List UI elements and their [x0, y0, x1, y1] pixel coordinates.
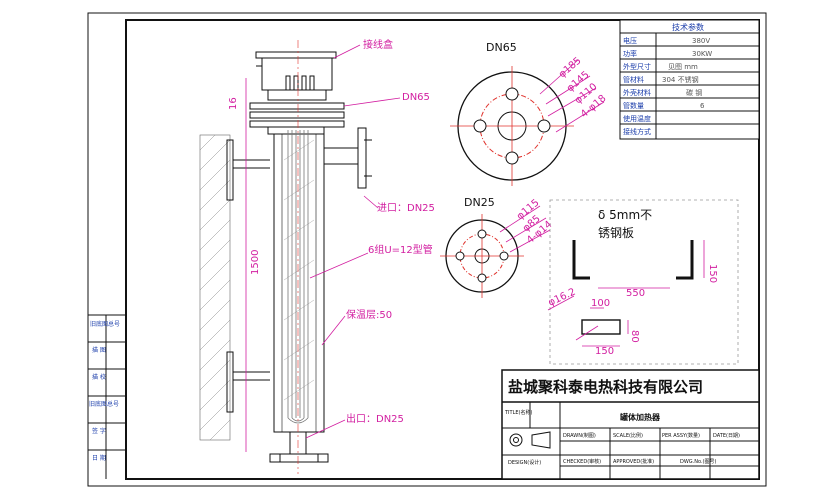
tech-value-4: 碳 钢 [686, 88, 702, 97]
flange-dn25: DN25 φ115 φ85 4-φ14 [440, 196, 554, 298]
plate-dim-80: 80 [629, 330, 640, 343]
tech-params-title: 技术参数 [672, 22, 704, 32]
tb-drawn: DRAWN(制图) [563, 432, 596, 439]
tech-label-5: 管数量 [623, 101, 644, 110]
tech-value-1: 30KW [692, 50, 712, 58]
tb-checked: CHECKED(审核) [563, 458, 601, 465]
title-label: TITLE(名称) [504, 409, 532, 416]
flange-dn65-title: DN65 [486, 41, 517, 54]
tech-value-0: 380V [692, 37, 710, 45]
tech-label-0: 电压 [623, 36, 637, 45]
plate-detail: δ 5mm不 锈钢板 550 150 100 φ16.2 80 150 [547, 199, 739, 365]
strip-label-0: 旧底图总号 [90, 320, 120, 328]
tech-value-3: 304 不锈钢 [662, 75, 699, 84]
product-name: 罐体加热器 [619, 412, 661, 422]
tb-per-assy: PER ASSY(数量) [662, 432, 700, 439]
tb-scale: SCALE(比例) [613, 432, 643, 439]
tb-dwg-no: DWG.No.(图号) [680, 459, 717, 465]
tech-value-2: 见图 mm [668, 63, 698, 71]
strip-label-1: 描 图 [92, 346, 106, 354]
tech-label-2: 外型尺寸 [623, 62, 651, 71]
plate-title-1: δ 5mm不 [598, 208, 652, 222]
plate-dim-100: 100 [591, 298, 610, 309]
flange-dn25-title: DN25 [464, 196, 495, 209]
left-strip: 旧底图总号 描 图 描 校 旧底图总号 签 字 日 期 [88, 314, 126, 479]
tb-approved: APPROVED(批准) [613, 458, 654, 465]
company-name: 盐城聚科泰电热科技有限公司 [508, 378, 703, 396]
strip-label-4: 签 字 [92, 427, 106, 435]
strip-label-2: 描 校 [92, 373, 106, 381]
plate-dim-150-side: 150 [707, 264, 718, 283]
sheet-border-outer [87, 12, 767, 487]
plate-dim-hole: φ16.2 [547, 287, 578, 309]
tech-label-7: 接线方式 [623, 127, 651, 136]
label-dn65-side: DN65 [402, 92, 430, 103]
tech-label-3: 管材料 [623, 75, 644, 84]
label-u-tubes: 6组U=12型管 [368, 243, 433, 256]
tech-label-4: 外壳材料 [623, 88, 651, 97]
plate-title-2: 锈钢板 [598, 226, 634, 240]
tech-label-1: 功率 [623, 49, 637, 58]
strip-label-3: 旧底图总号 [89, 400, 119, 408]
heater-elevation: 16 1500 接线盒 DN65 进口：DN25 6组U=12型管 保温层:50… [199, 38, 435, 474]
dim-side-height: 16 [228, 97, 239, 110]
projection-symbol [509, 431, 551, 449]
sheet-border-inner [125, 19, 760, 480]
label-junction-box: 接线盒 [363, 38, 393, 51]
tb-date: DATE(日期) [713, 433, 740, 439]
tech-params-table: 技术参数 电压 380V 功率 30KW 外型尺寸 见图 mm 管材料 304 … [619, 19, 760, 140]
tech-label-6: 使用温度 [623, 114, 651, 123]
tech-value-5: 6 [700, 102, 705, 110]
title-block: 盐城聚科泰电热科技有限公司 TITLE(名称) 罐体加热器 DRAWN(制图) … [501, 369, 760, 480]
label-inlet: 进口：DN25 [377, 202, 435, 214]
plate-dim-150: 150 [595, 346, 614, 357]
dim-length: 1500 [250, 250, 261, 275]
flange-dn65: DN65 φ185 φ145 φ110 4-φ18 [450, 41, 608, 186]
label-insulation: 保温层:50 [346, 308, 392, 321]
plate-dim-550: 550 [626, 288, 645, 299]
strip-label-5: 日 期 [92, 454, 106, 462]
tb-design: DESIGN(设计) [508, 459, 541, 466]
label-outlet: 出口：DN25 [346, 412, 404, 425]
